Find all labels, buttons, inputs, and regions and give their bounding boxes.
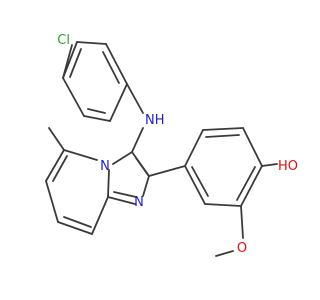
chlorophenyl-ring (62, 41, 128, 122)
bond-methoxy-ch3 (215, 250, 234, 257)
chlorine-label: Cl (57, 33, 70, 48)
methoxyphenol-ring (184, 127, 263, 207)
bond (205, 134, 240, 138)
bond-aryl-nh (126, 83, 144, 114)
bond (91, 196, 109, 235)
bond (63, 216, 92, 228)
imidazopyridine-core (45, 127, 150, 235)
bond-oh (261, 163, 278, 167)
bond (52, 155, 68, 182)
bond-core-aryl (148, 165, 186, 177)
bond (102, 51, 120, 84)
bond (63, 149, 98, 161)
methoxy-oxygen-label: O (237, 241, 247, 256)
bond (45, 149, 65, 182)
bond (204, 203, 242, 207)
bond (107, 196, 136, 205)
bond (135, 157, 149, 176)
bond (202, 127, 244, 131)
bond (113, 191, 137, 198)
bond (83, 115, 111, 122)
bond-cl (62, 44, 73, 79)
bond (236, 166, 256, 201)
bond (131, 127, 144, 153)
bond (142, 175, 150, 197)
bond (105, 43, 128, 85)
bond (242, 127, 263, 167)
bond-methoxy-o (240, 205, 244, 239)
bond (62, 77, 85, 117)
bond (184, 129, 204, 167)
bond (76, 41, 107, 45)
ring-nitrogen-upper-label: N (100, 159, 110, 174)
amine-nh-label: NH (145, 113, 165, 128)
bond-methyl (48, 127, 65, 151)
bond (109, 83, 128, 122)
bond (112, 151, 133, 165)
ring-nitrogen-lower-label: N (134, 195, 144, 210)
bond (107, 169, 110, 198)
bond (184, 165, 206, 205)
molecule-structure: Cl NH N N HO O (45, 33, 298, 257)
bond (240, 165, 263, 207)
bond (69, 48, 82, 78)
hydroxyl-label: HO (278, 159, 298, 174)
bond (191, 166, 209, 197)
bond (87, 108, 106, 114)
bond (45, 180, 59, 223)
bond (57, 221, 93, 235)
